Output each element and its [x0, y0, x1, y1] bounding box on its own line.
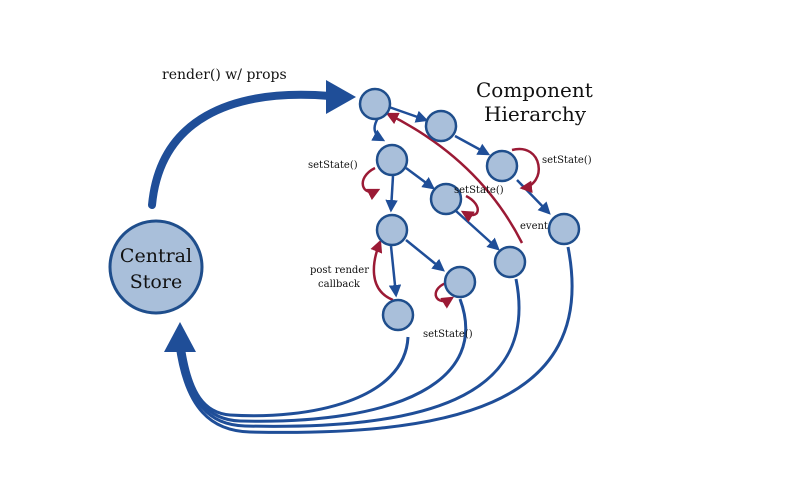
edge-root-to-b — [371, 117, 386, 142]
node-f — [375, 213, 409, 247]
node-d — [429, 182, 463, 216]
event-arrow — [385, 112, 524, 244]
label-setstate-bottom: setState() — [423, 329, 473, 340]
feedback-arrows — [361, 112, 540, 309]
return-line-2 — [179, 298, 468, 423]
edge-b-to-d — [405, 166, 436, 190]
setstate-loop-right — [511, 147, 540, 194]
edge-d-to-g — [455, 210, 500, 251]
label-post-render-line1: post render — [310, 265, 369, 276]
return-line-3 — [177, 278, 521, 428]
label-post-render-line2: callback — [318, 279, 361, 290]
node-c — [485, 149, 519, 183]
title-line1: Component — [476, 78, 593, 102]
store-arrowhead — [164, 322, 196, 352]
edge-a-to-c — [454, 134, 491, 156]
central-store-node — [108, 219, 204, 315]
node-i — [381, 298, 415, 332]
return-line-1 — [181, 336, 410, 418]
edge-root-to-a — [388, 105, 429, 123]
store-label-line1: Central — [120, 245, 192, 267]
render-arrowhead — [326, 80, 356, 114]
label-event: event — [520, 221, 548, 232]
node-e — [547, 212, 581, 246]
edge-f-to-i — [388, 245, 402, 298]
return-lines — [175, 246, 574, 434]
node-a — [424, 109, 458, 143]
render-label: render() w/ props — [162, 67, 287, 83]
node-g — [493, 245, 527, 279]
hierarchy-nodes — [358, 87, 581, 332]
edge-f-to-h — [405, 239, 445, 272]
store-label-line2: Store — [130, 271, 182, 293]
title-line2: Hierarchy — [484, 102, 587, 126]
node-h — [443, 265, 477, 299]
return-line-4 — [175, 246, 574, 434]
edge-b-to-f — [385, 175, 398, 213]
label-setstate-middle: setState() — [454, 185, 504, 196]
setstate-loop-middle — [460, 194, 479, 223]
setstate-loop-left — [361, 166, 381, 201]
post-render-arrow — [370, 239, 394, 302]
render-arrow — [148, 90, 334, 209]
edge-c-to-e — [516, 179, 551, 215]
label-setstate-left: setState() — [308, 160, 358, 171]
node-b — [375, 143, 409, 177]
setstate-loop-bottom — [434, 281, 455, 309]
label-setstate-right: setState() — [542, 155, 592, 166]
node-root — [358, 87, 392, 121]
